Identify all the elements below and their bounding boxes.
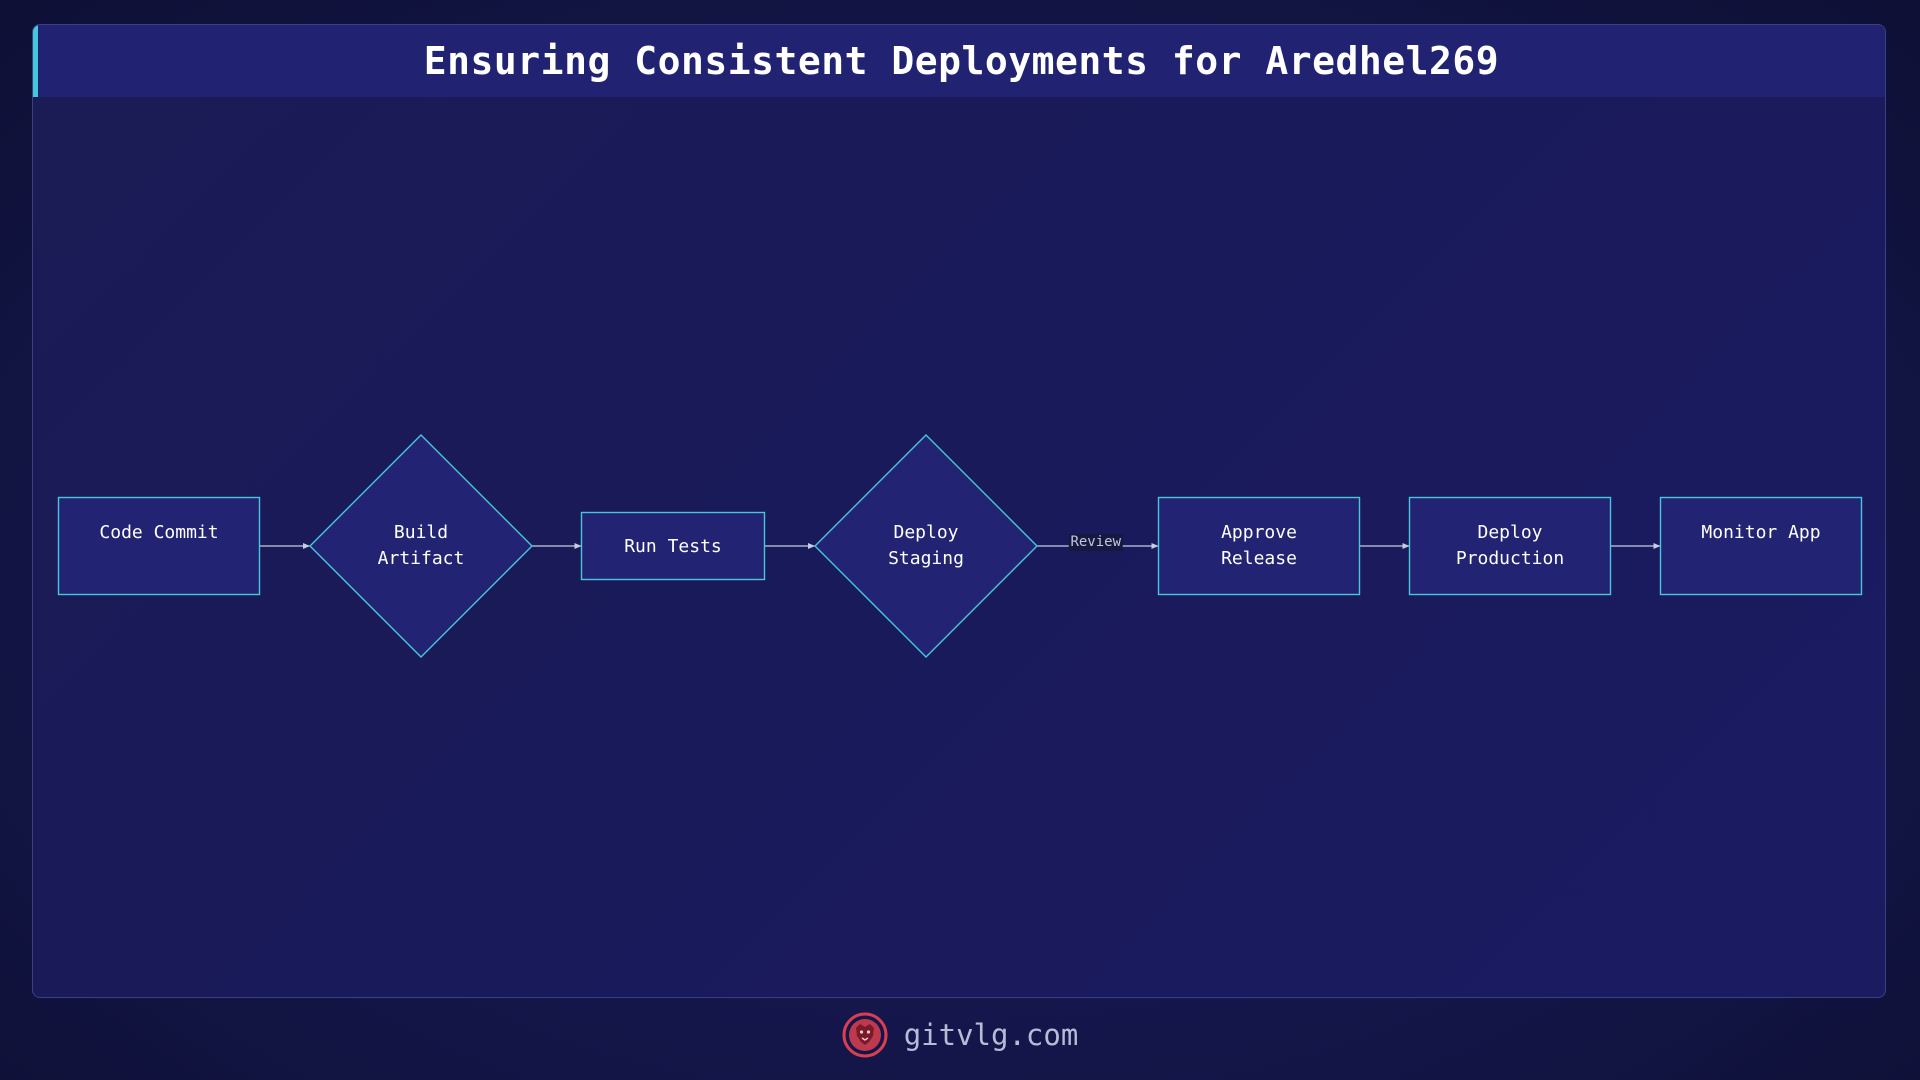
node-monitor-app[interactable]: Monitor App (1659, 496, 1863, 596)
node-label-line: Production (1456, 548, 1564, 569)
process-box[interactable] (1157, 496, 1361, 596)
edge-deploy-staging-to-approve-release: Review (1037, 534, 1159, 551)
edges-layer: Review (259, 534, 1661, 551)
node-code-commit[interactable]: Code Commit (57, 496, 261, 596)
lion-head-icon (842, 1012, 888, 1058)
footer-site-link[interactable]: gitvlg.com (903, 1018, 1079, 1052)
node-label-line: Deploy (893, 522, 958, 543)
node-label-line: Code Commit (99, 522, 218, 543)
node-label-line: Artifact (378, 548, 465, 569)
process-box[interactable] (57, 496, 261, 596)
edge-label-background (1068, 534, 1123, 551)
node-label-line: Approve (1221, 522, 1297, 543)
node-label-line: Release (1221, 548, 1297, 569)
decision-diamond[interactable] (309, 434, 533, 658)
node-label-line: Run Tests (624, 536, 722, 557)
node-run-tests[interactable]: Run Tests (580, 511, 766, 581)
node-label-line: Staging (888, 548, 964, 569)
decision-diamond[interactable] (814, 434, 1038, 658)
process-box[interactable] (580, 511, 766, 581)
process-box[interactable] (1659, 496, 1863, 596)
node-label-line: Build (394, 522, 448, 543)
node-label-line: Monitor App (1701, 522, 1820, 543)
process-box[interactable] (1408, 496, 1612, 596)
edge-label: Review (1070, 534, 1121, 550)
page-title: Ensuring Consistent Deployments for Ared… (423, 39, 1500, 83)
header-bar: Ensuring Consistent Deployments for Ared… (33, 25, 1885, 97)
footer: gitvlg.com (0, 1010, 1920, 1060)
node-label-line: Deploy (1477, 522, 1542, 543)
